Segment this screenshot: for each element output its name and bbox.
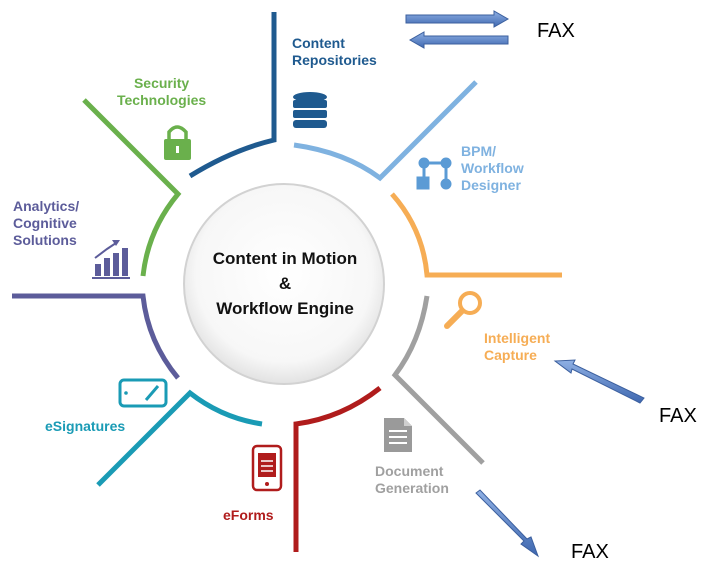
document-icon xyxy=(384,418,412,452)
fax-arrow-out-bottom xyxy=(475,489,540,558)
bar-chart-icon xyxy=(92,240,130,279)
hub-circle xyxy=(183,183,385,385)
label-line: Capture xyxy=(484,347,537,363)
fax-label-top: FAX xyxy=(537,20,575,42)
label-line: eSignatures xyxy=(45,418,126,434)
segment-label-intelligent-capture: Intelligent Capture xyxy=(484,330,550,364)
segment-label-security: Security Technologies xyxy=(117,75,206,109)
label-line: Solutions xyxy=(13,232,77,248)
label-line: eForms xyxy=(223,507,274,523)
segment-label-esignatures: eSignatures xyxy=(45,418,125,435)
label-line: Intelligent xyxy=(484,330,551,346)
segment-label-analytics: Analytics/ Cognitive Solutions xyxy=(13,198,79,249)
fax-arrow-out-top xyxy=(405,10,510,28)
segment-eforms-line xyxy=(293,386,382,552)
fax-label-bottom: FAX xyxy=(571,541,609,563)
segment-intelligent-capture-line xyxy=(390,192,562,278)
segment-label-eforms: eForms xyxy=(223,507,274,524)
hub-title-line-2: & xyxy=(278,274,292,293)
magnifier-icon xyxy=(444,291,482,329)
label-line: Technologies xyxy=(117,92,207,108)
segment-content-repositories-line xyxy=(188,12,277,179)
database-icon xyxy=(293,92,327,128)
label-line: Content xyxy=(292,35,345,51)
fax-arrow-in-right xyxy=(553,359,645,404)
label-line: Repositories xyxy=(292,52,377,68)
workflow-icon xyxy=(416,157,452,190)
label-line: Designer xyxy=(461,177,521,193)
tablet-form-icon xyxy=(251,444,283,492)
segment-analytics-line xyxy=(12,293,180,380)
label-line: Document xyxy=(375,463,444,479)
tablet-pen-icon xyxy=(118,378,168,408)
hub-title-line-1: Content in Motion xyxy=(212,249,358,268)
segment-document-generation-line xyxy=(391,295,485,465)
fax-label-right: FAX xyxy=(659,405,697,427)
label-line: Workflow xyxy=(461,160,524,176)
label-line: Generation xyxy=(375,480,449,496)
lock-icon xyxy=(164,125,191,160)
label-line: Cognitive xyxy=(13,215,77,231)
segment-security-line xyxy=(82,98,182,277)
label-line: Analytics/ xyxy=(13,198,80,214)
hub-title-line-3: Workflow Engine xyxy=(216,299,354,318)
segment-label-bpm-workflow: BPM/ Workflow Designer xyxy=(461,143,524,194)
segment-label-content-repositories: Content Repositories xyxy=(292,35,377,69)
label-line: BPM/ xyxy=(461,143,496,159)
segment-esignatures-line xyxy=(96,389,263,487)
fax-arrow-in-top xyxy=(408,31,509,49)
segment-label-document-generation: Document Generation xyxy=(375,463,449,497)
segment-bpm-workflow-line xyxy=(293,80,478,182)
hub-title: Content in Motion & Workflow Engine xyxy=(185,246,385,321)
label-line: Security xyxy=(133,75,190,91)
